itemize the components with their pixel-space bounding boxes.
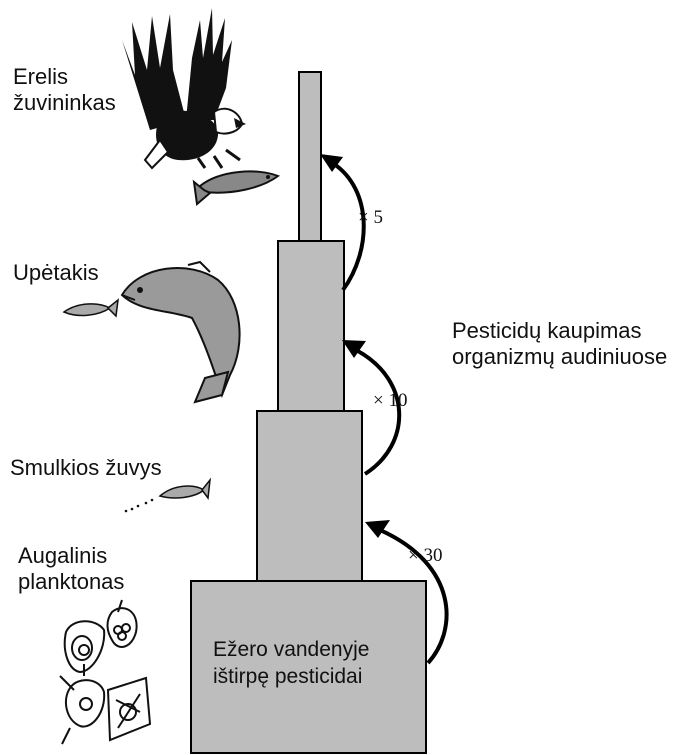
fish-icon: [64, 300, 118, 316]
label-small-fish: Smulkios žuvys: [10, 455, 162, 481]
level-block-small-fish: [278, 241, 344, 411]
label-plankton-line2: planktonas: [18, 569, 124, 595]
label-trout-line1: Upėtakis: [13, 260, 99, 286]
label-base: Ežero vandenyje ištirpę pesticidai: [213, 636, 369, 690]
small-fish-icon: [125, 480, 210, 512]
label-plankton-line1: Augalinis: [18, 543, 124, 569]
label-accumulation-line1: Pesticidų kaupimas: [452, 318, 667, 344]
multiplier-x30: × 30: [408, 545, 442, 567]
label-trout: Upėtakis: [13, 260, 99, 286]
level-block-plankton: [257, 411, 362, 581]
plankton-icon: [60, 600, 150, 744]
label-base-line1: Ežero vandenyje: [213, 636, 369, 663]
label-eagle-line1: Erelis: [13, 64, 116, 90]
label-eagle-line2: žuvininkas: [13, 90, 116, 116]
label-accumulation-line2: organizmų audiniuose: [452, 344, 667, 370]
trout-icon: [122, 262, 240, 402]
label-small-fish-line1: Smulkios žuvys: [10, 455, 162, 481]
label-eagle: Erelis žuvininkas: [13, 64, 116, 116]
label-accumulation: Pesticidų kaupimas organizmų audiniuose: [452, 318, 667, 370]
multiplier-x10: × 10: [373, 390, 407, 412]
label-plankton: Augalinis planktonas: [18, 543, 124, 595]
multiplier-x5: × 5: [358, 207, 383, 229]
eagle-icon: [122, 8, 278, 204]
level-block-trout: [299, 72, 321, 241]
label-base-line2: ištirpę pesticidai: [213, 663, 369, 690]
